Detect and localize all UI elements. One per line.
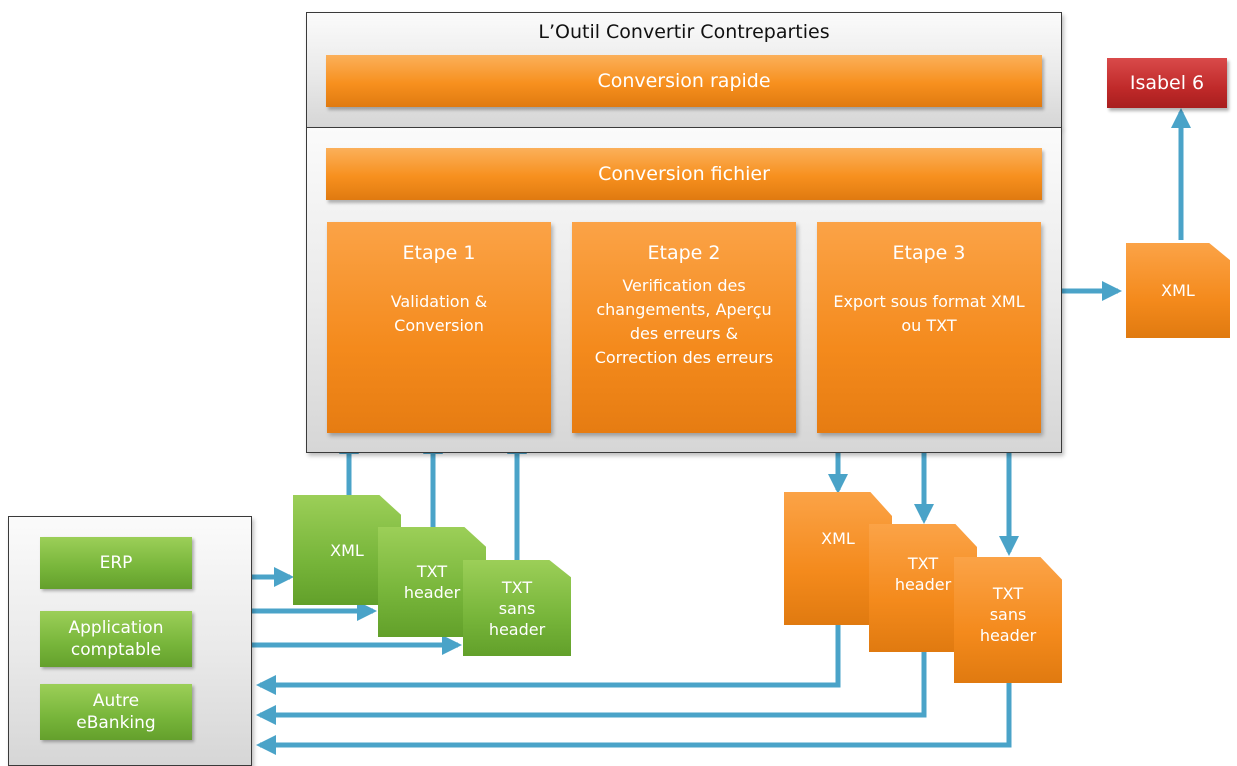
step-2-box: Etape 2 Verification des changements, Ap… <box>572 222 796 433</box>
step-2-description: Verification des changements, Aperçu des… <box>594 276 774 367</box>
source-application-comptable: Application comptable <box>40 611 192 667</box>
source-erp: ERP <box>40 537 192 589</box>
input-xml-label: XML <box>330 540 364 560</box>
step-3-description: Export sous format XML ou TXT <box>833 292 1025 335</box>
step-3-box: Etape 3 Export sous format XML ou TXT <box>817 222 1041 433</box>
step-1-description: Validation & Conversion <box>390 292 488 335</box>
input-txt-header-label: TXT header <box>403 562 461 602</box>
source-autre-ebanking: Autre eBanking <box>40 684 192 740</box>
step-3-title: Etape 3 <box>892 242 966 264</box>
input-txt-sans-header-label: TXT sans header <box>488 577 546 639</box>
isabel-6-box: Isabel 6 <box>1107 58 1227 108</box>
file-conversion-bar: Conversion fichier <box>326 148 1042 200</box>
step-2-title: Etape 2 <box>647 242 721 264</box>
output-txt-header-label: TXT header <box>894 554 952 594</box>
input-txt-sans-header-file: TXT sans header <box>463 560 571 656</box>
export-xml-file: XML <box>1126 243 1230 338</box>
tool-title: L’Outil Convertir Contreparties <box>538 21 830 43</box>
output-txt-sans-header-file: TXT sans header <box>954 557 1062 683</box>
quick-conversion-bar: Conversion rapide <box>326 55 1042 107</box>
step-1-title: Etape 1 <box>402 242 476 264</box>
arrow-txt-sans-header-back-to-sources <box>256 683 1012 755</box>
step-1-box: Etape 1 Validation & Conversion <box>327 222 551 433</box>
output-txt-sans-header-label: TXT sans header <box>979 583 1037 645</box>
export-xml-label: XML <box>1161 281 1195 300</box>
arrow-txt-header-back-to-sources <box>256 652 927 725</box>
output-xml-label: XML <box>821 529 855 548</box>
arrow-xml-back-to-sources <box>256 625 841 695</box>
